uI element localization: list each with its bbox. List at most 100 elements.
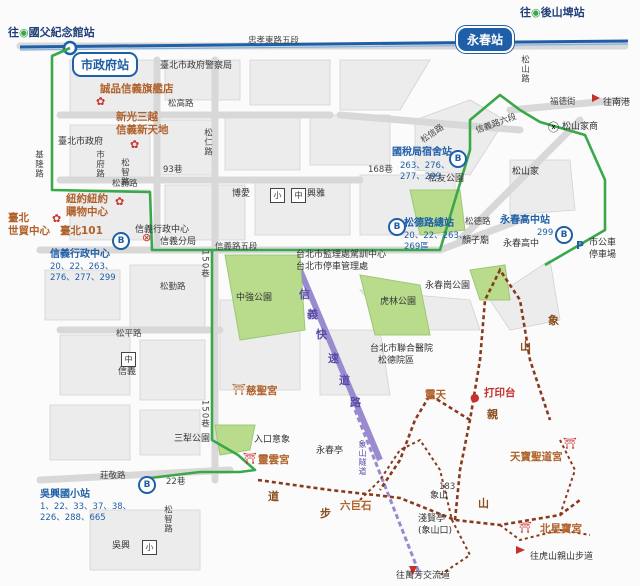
- bus-stop-icon: B: [112, 232, 130, 250]
- parking-icon: P: [576, 239, 585, 252]
- poi-daying: 打印台: [484, 387, 516, 399]
- poi-wtc: 臺北: [8, 212, 29, 224]
- road-songzhi-south: 松智路: [162, 505, 173, 534]
- trail-char-4: 山: [478, 497, 489, 510]
- mrt-direction-right: 往◉後山埤站: [520, 4, 585, 20]
- expressway-char-2: 義: [307, 308, 318, 321]
- poi-wtc2: 世貿中心: [8, 225, 50, 237]
- park-areas: [214, 189, 511, 456]
- road-zhuangjing: 莊敬路: [100, 471, 126, 481]
- expressway-char-1: 信: [299, 288, 310, 301]
- poi-hospital: 台北市聯合醫院: [370, 344, 434, 354]
- poi-taipei101: 臺北101: [60, 225, 103, 237]
- poi-nyny2: 購物中心: [66, 206, 108, 218]
- poi-city-gov: 臺北市政府: [58, 137, 104, 147]
- poi-police-hq: 臺北市政府警察局: [160, 61, 233, 71]
- poi-xinyi-admin: 信義行政中心: [135, 225, 190, 235]
- road-songping: 松平路: [116, 329, 142, 339]
- poi-boai: 博愛: [232, 189, 251, 199]
- poi-wuxing: 吳興: [112, 541, 131, 551]
- expressway-char-4: 速: [328, 352, 339, 365]
- poi-entrance: 入口意象: [254, 435, 291, 445]
- bus-stop-songde[interactable]: 松德路總站: [404, 218, 454, 229]
- mrt-left-station-label: 國父紀念館站: [28, 26, 95, 39]
- temple-icon: ⛩: [232, 383, 246, 396]
- bus-routes-wuxing: 1、22、33、37、38、 226、288、665: [40, 502, 132, 523]
- road-songzhi: 松智路: [119, 158, 130, 187]
- poi-xinyi-school: 信義: [118, 367, 137, 377]
- poi-songyou-park: 松友公園: [428, 174, 465, 184]
- temple-icon: ⛩: [243, 452, 257, 465]
- poi-hulin-park: 虎林公園: [380, 297, 417, 307]
- road-jilong: 基隆路: [33, 150, 44, 179]
- road-zhongxiao: 忠孝東路五段: [248, 36, 300, 46]
- poi-beixing: 北星寶宮: [540, 523, 582, 535]
- road-lane93: 93巷: [163, 165, 183, 175]
- bus-stop-guoshuiju[interactable]: 國稅局宿舍站: [392, 147, 452, 158]
- trail-branch: [359, 438, 472, 576]
- bus-stop-yongchun-high[interactable]: 永春高中站: [500, 215, 550, 226]
- poi-lingtian: 靈天: [425, 389, 446, 401]
- poi-xiangshan-peak: 象山: [430, 491, 449, 501]
- poi-sanli-park: 三犁公園: [174, 434, 211, 444]
- trail-char-1: 象: [548, 314, 559, 327]
- poi-driving-center: 台北市監理處駕訓中心: [296, 250, 387, 260]
- city-hall-station[interactable]: 市政府站: [72, 52, 139, 77]
- school-circle-icon: ⓧ: [548, 121, 559, 134]
- road-lane150: 150巷: [199, 250, 210, 279]
- star-icon: ✿: [115, 195, 125, 208]
- bus-stop-xinyi-admin[interactable]: 信義行政中心: [50, 249, 110, 260]
- star-icon: ✿: [130, 138, 140, 151]
- road-songqin: 松勤路: [160, 282, 186, 292]
- poi-tianbao: 天寶聖道宮: [510, 451, 563, 463]
- school-icon: 中: [291, 188, 306, 203]
- poi-parking: 台北市停車管理處: [296, 262, 369, 272]
- bus-stop-icon: B: [138, 476, 156, 494]
- school-icon: 小: [270, 188, 285, 203]
- trail-char-5: 步: [320, 507, 331, 520]
- city-blocks: [44, 59, 576, 571]
- police-icon: ⊗: [142, 231, 152, 244]
- poi-yongchun-pav: 永春亭: [316, 446, 344, 456]
- poi-to-wanfang: 往萬芳交流道: [396, 571, 451, 581]
- lookout-dot-icon: ●: [470, 391, 480, 404]
- poi-bus-depot2: 停車場: [589, 250, 617, 260]
- road-songde: 松德路: [465, 217, 491, 227]
- mrt-direction-left: 往◉國父紀念館站: [8, 24, 95, 40]
- poi-bus-depot: 市公車: [589, 238, 617, 248]
- trail-char-3: 親: [487, 408, 498, 421]
- road-lane168: 168巷: [368, 165, 393, 175]
- poi-xiangshan-pav: 淺賢亭: [418, 514, 446, 524]
- road-lane22: 22巷: [166, 477, 186, 487]
- poi-yanzi: 顏子廟: [462, 236, 490, 246]
- poi-songshan-home: 松山家商: [562, 122, 599, 132]
- poi-songshan-work: 松山家: [512, 167, 540, 177]
- poi-lingyun: 靈雲宮: [258, 454, 290, 466]
- poi-ciguang: 慈聖宮: [246, 385, 278, 397]
- poi-xingya: 興雅: [307, 189, 326, 199]
- temple-icon: ⛩: [563, 437, 577, 450]
- bus-stop-wuxing[interactable]: 吳興國小站: [40, 489, 90, 500]
- bus-routes-guoshuiju: 263、276、 277、299: [400, 161, 450, 182]
- poi-xiangshan-pav2: (象山口): [418, 526, 453, 536]
- poi-to-hushan: 往虎山親山步道: [530, 552, 594, 562]
- yongchun-station[interactable]: 永春站: [456, 26, 515, 53]
- school-icon: 中: [121, 352, 136, 367]
- road-songren: 松仁路: [202, 128, 213, 157]
- star-icon: ✿: [96, 95, 106, 108]
- poi-to-nangang: 往南港: [603, 98, 631, 108]
- road-lane150b: 150巷: [199, 400, 210, 429]
- mrt-to-label: 往: [8, 26, 19, 39]
- expressway-char-3: 快: [316, 328, 327, 341]
- road-lane183: 183: [439, 482, 456, 492]
- poi-yongchun-park: 永春崗公園: [425, 281, 471, 291]
- tunnel-label: 象山隧道: [358, 440, 367, 476]
- poi-eslite: 誠品信義旗艦店: [100, 83, 174, 95]
- road-xinyi5: 信義路五段: [215, 242, 258, 252]
- bus-routes-xinyi-admin: 20、22、263、 276、277、299: [50, 262, 116, 283]
- mountain-trail-right: [499, 439, 591, 542]
- bus-stop-icon: B: [388, 218, 406, 236]
- trail-char-2: 山: [520, 340, 531, 353]
